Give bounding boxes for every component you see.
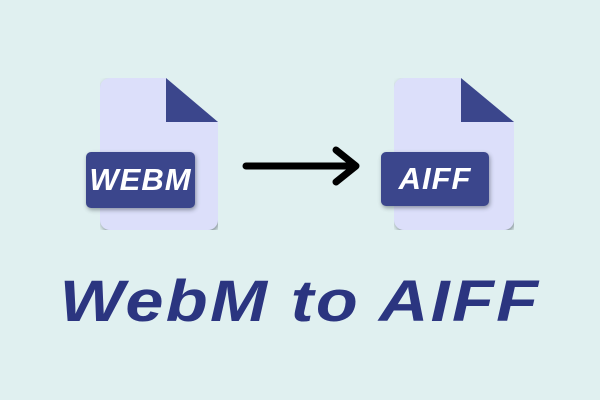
source-format-label: WEBM — [86, 152, 195, 208]
page-fold-icon — [166, 78, 218, 122]
page-fold-icon — [461, 78, 514, 122]
target-format-label: AIFF — [381, 152, 489, 206]
page-title: WebM to AIFF — [59, 269, 541, 334]
arrow-right-icon — [242, 146, 360, 186]
